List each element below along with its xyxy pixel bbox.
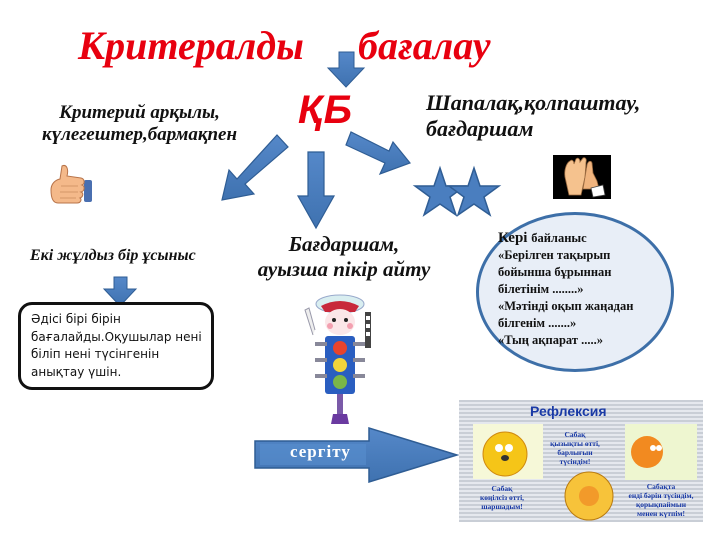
- feedback-line: «Мәтінді оқып жаңадан: [498, 299, 634, 313]
- reflection-line: менен күтпім!: [636, 509, 686, 518]
- reflection-line: Сабақ: [491, 484, 513, 493]
- reflection-illustrations: [473, 424, 697, 521]
- criteria-branch-label: Критерий арқылы, күлегештер,бармақпен: [12, 102, 267, 147]
- reflection-line: қорықпаймын: [635, 500, 687, 509]
- center-label-kb: ҚБ: [298, 88, 353, 132]
- feedback-heading-big: Кері: [498, 230, 528, 246]
- clapping-branch-label: Шапалақ,қолпаштау, бағдаршам: [426, 90, 640, 142]
- reflection-text-bottom-right: Сабақта енді бәрін түсіндім, қорықпаймын…: [618, 482, 704, 518]
- title-word-2: бағалау: [358, 23, 491, 68]
- reflection-line: көңілсіз өтті,: [479, 493, 525, 502]
- arrow-down-left-icon: [221, 134, 289, 201]
- reflection-line: Сабақ: [564, 430, 586, 439]
- traffic-light-character-icon: [304, 294, 371, 424]
- arrow-down-icon: [296, 151, 336, 230]
- reflection-line: түсіндім!: [559, 457, 591, 466]
- feedback-line: бойынша бұрыннан: [498, 265, 612, 279]
- two-stars-branch-label: Екі жұлдыз бір ұсыныс: [30, 247, 196, 264]
- feedback-line: «Тың ақпарат .....»: [498, 333, 603, 347]
- clapping-line-2: бағдаршам: [426, 115, 534, 141]
- sergitu-arrow-icon: [254, 426, 460, 484]
- arrow-down-right-icon: [345, 131, 411, 176]
- criteria-line-1: Критерий арқылы,: [59, 102, 220, 123]
- reflection-title: Рефлексия: [530, 403, 607, 419]
- traffic-line-1: Бағдаршам,: [288, 232, 400, 256]
- down-arrow-small-icon: [102, 276, 138, 307]
- clapping-hands-icon: [553, 155, 611, 199]
- slide-title: Критералды бағалау: [78, 22, 490, 69]
- method-line: бағалайды.Оқушылар нені: [31, 329, 202, 344]
- reflection-text-bottom-left: Сабақ көңілсіз өтті, шаршадым!: [462, 484, 542, 511]
- down-arrow-icon: [326, 51, 366, 88]
- reflection-line: барлығын: [557, 448, 593, 457]
- clapping-line-1: Шапалақ,қолпаштау,: [426, 90, 641, 115]
- method-line: Әдісі бірі бірін: [31, 312, 121, 326]
- feedback-heading: Кері байланыс: [498, 230, 633, 247]
- reflection-line: Сабақта: [646, 482, 676, 491]
- traffic-line-2: ауызша пікір айту: [257, 256, 431, 281]
- feedback-heading-small: байланыс: [531, 231, 587, 245]
- feedback-line: «Берілген тақырып: [498, 248, 611, 262]
- method-line: біліп нені түсінгенін: [31, 347, 160, 361]
- method-line: анықтау үшін.: [31, 364, 122, 379]
- reflection-line: шаршадым!: [481, 502, 523, 511]
- traffic-light-branch-label: Бағдаршам, ауызша пікір айту: [244, 232, 444, 282]
- reflection-line: қызықты өтті,: [550, 439, 600, 448]
- feedback-ellipse: [476, 212, 674, 372]
- sergitu-arrow-label: сергіту: [290, 442, 351, 461]
- feedback-line: білгенім .......»: [498, 316, 577, 330]
- reflection-text-top-center: Сабақ қызықты өтті, барлығын түсіндім!: [530, 430, 620, 466]
- two-stars-icon: [412, 165, 502, 217]
- method-description-box: Әдісі бірі бірін бағалайды.Оқушылар нені…: [18, 302, 214, 390]
- feedback-text: Кері байланыс «Берілген тақырып бойынша …: [498, 230, 633, 349]
- criteria-line-2: күлегештер,бармақпен: [41, 124, 238, 146]
- feedback-line: білетінім ........»: [498, 282, 584, 296]
- title-word-1: Критералды: [78, 23, 304, 68]
- thumbs-up-icon: [50, 165, 92, 204]
- reflection-line: енді бәрін түсіндім,: [628, 491, 694, 500]
